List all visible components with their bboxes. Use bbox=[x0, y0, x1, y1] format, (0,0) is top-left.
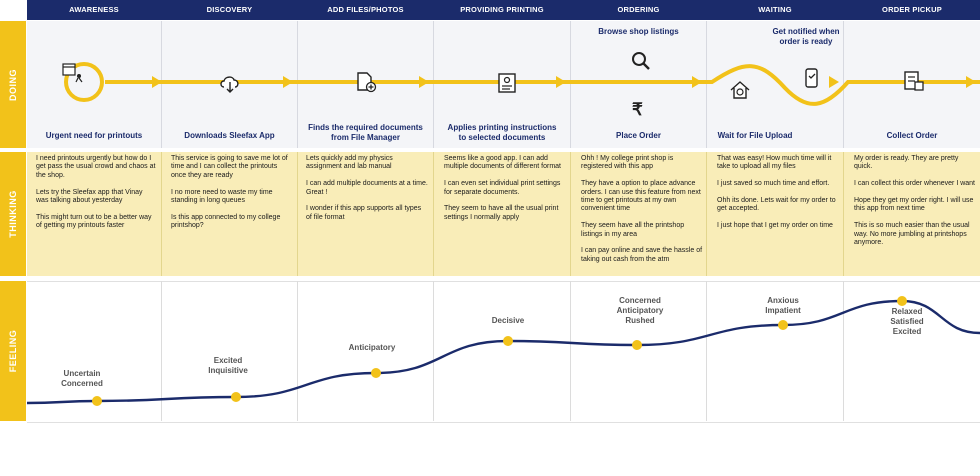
emotion-add-files: Anticipatory bbox=[348, 343, 396, 352]
thought-add-files: Lets quickly add my physics assignment a… bbox=[306, 155, 428, 221]
emotion-printing-instructions: Decisive bbox=[491, 316, 525, 325]
thinking-cell-awareness bbox=[27, 152, 162, 276]
flow-arrow bbox=[829, 76, 839, 88]
action-place-order: Place Order bbox=[616, 131, 661, 140]
flow-arrow bbox=[692, 76, 702, 88]
action-collect-order: Collect Order bbox=[886, 131, 938, 140]
doing-cell-waiting bbox=[707, 21, 844, 148]
cloud-download-icon bbox=[220, 76, 239, 93]
thought-waiting: That was easy! How much time will it tak… bbox=[717, 155, 836, 230]
stage-header-bar bbox=[27, 0, 980, 20]
feeling-area bbox=[27, 281, 980, 423]
emotion-discovery: Excited Inquisitive bbox=[208, 356, 248, 375]
phone-notification-icon bbox=[805, 68, 818, 88]
emotion-point bbox=[231, 392, 241, 402]
thinking-cell-order-pickup bbox=[844, 152, 980, 276]
search-icon bbox=[632, 52, 650, 70]
emotion-point bbox=[503, 336, 513, 346]
action-printing-instructions: Applies printing instructions to selecte… bbox=[447, 123, 557, 142]
feeling-divider bbox=[570, 281, 571, 421]
feeling-divider bbox=[297, 281, 298, 421]
emotion-awareness: Uncertain Concerned bbox=[61, 369, 103, 388]
stage-header-ordering: ORDERING bbox=[617, 5, 660, 14]
flow-arrow bbox=[419, 76, 429, 88]
thinking-cell-discovery bbox=[162, 152, 298, 276]
stage-header-order-pickup: ORDER PICKUP bbox=[882, 5, 942, 14]
feeling-divider bbox=[161, 281, 162, 421]
feeling-divider bbox=[433, 281, 434, 421]
thought-order-pickup: My order is ready. They are pretty quick… bbox=[854, 155, 976, 247]
action-awareness: Urgent need for printouts bbox=[45, 131, 143, 140]
thought-discovery: This service is going to save me lot of … bbox=[171, 155, 288, 230]
action-get-notified: Get notified when order is ready bbox=[772, 27, 840, 46]
emotion-point bbox=[371, 368, 381, 378]
emotion-order-pickup: Relaxed Satisfied Excited bbox=[890, 307, 924, 336]
feeling-divider bbox=[843, 281, 844, 421]
calendar-cycle-runner-icon bbox=[62, 63, 83, 83]
emotion-point bbox=[897, 296, 907, 306]
emotion-point bbox=[92, 396, 102, 406]
emotion-waiting: Anxious Impatient bbox=[765, 296, 801, 315]
action-add-files: Finds the required documents from File M… bbox=[308, 123, 423, 142]
action-wait-upload: Wait for File Upload bbox=[717, 131, 793, 140]
row-label-doing: DOING bbox=[0, 21, 26, 148]
stage-header-discovery: DISCOVERY bbox=[206, 5, 253, 14]
row-label-thinking: THINKING bbox=[0, 152, 26, 276]
stage-header-add-files: ADD FILES/PHOTOS bbox=[327, 5, 404, 14]
emotion-point bbox=[778, 320, 788, 330]
stage-header-waiting: WAITING bbox=[758, 5, 792, 14]
doing-cell-awareness bbox=[27, 21, 162, 148]
action-browse-shops: Browse shop listings bbox=[598, 27, 679, 36]
doing-cell-ordering bbox=[571, 21, 707, 148]
document-settings-icon bbox=[498, 73, 516, 93]
flow-arrow bbox=[152, 76, 162, 88]
thinking-cell-ordering bbox=[571, 152, 707, 276]
thought-ordering: Ohh ! My college print shop is registere… bbox=[581, 155, 703, 263]
add-file-icon bbox=[357, 72, 377, 93]
flow-arrow bbox=[283, 76, 293, 88]
stage-header-awareness: AWARENESS bbox=[69, 5, 119, 14]
row-label-feeling: FEELING bbox=[0, 281, 26, 421]
flow-arrow bbox=[556, 76, 566, 88]
checklist-bag-icon bbox=[904, 71, 924, 91]
thinking-cell-waiting bbox=[707, 152, 844, 276]
thinking-cell-add-files bbox=[298, 152, 434, 276]
thinking-cell-printing-instructions bbox=[434, 152, 571, 276]
emotion-series-line bbox=[26, 299, 980, 405]
emotion-point bbox=[632, 340, 642, 350]
action-discovery: Downloads Sleefax App bbox=[184, 131, 275, 140]
flow-arrow bbox=[966, 76, 976, 88]
thought-awareness: I need printouts urgently but how do I g… bbox=[36, 155, 156, 230]
rupee-icon: ₹ bbox=[632, 100, 643, 119]
thought-printing-instructions: Seems like a good app. I can add multipl… bbox=[444, 155, 561, 221]
feeling-divider bbox=[706, 281, 707, 421]
emotion-ordering: Concerned Anticipatory Rushed bbox=[616, 296, 664, 325]
home-upload-icon bbox=[730, 81, 750, 99]
